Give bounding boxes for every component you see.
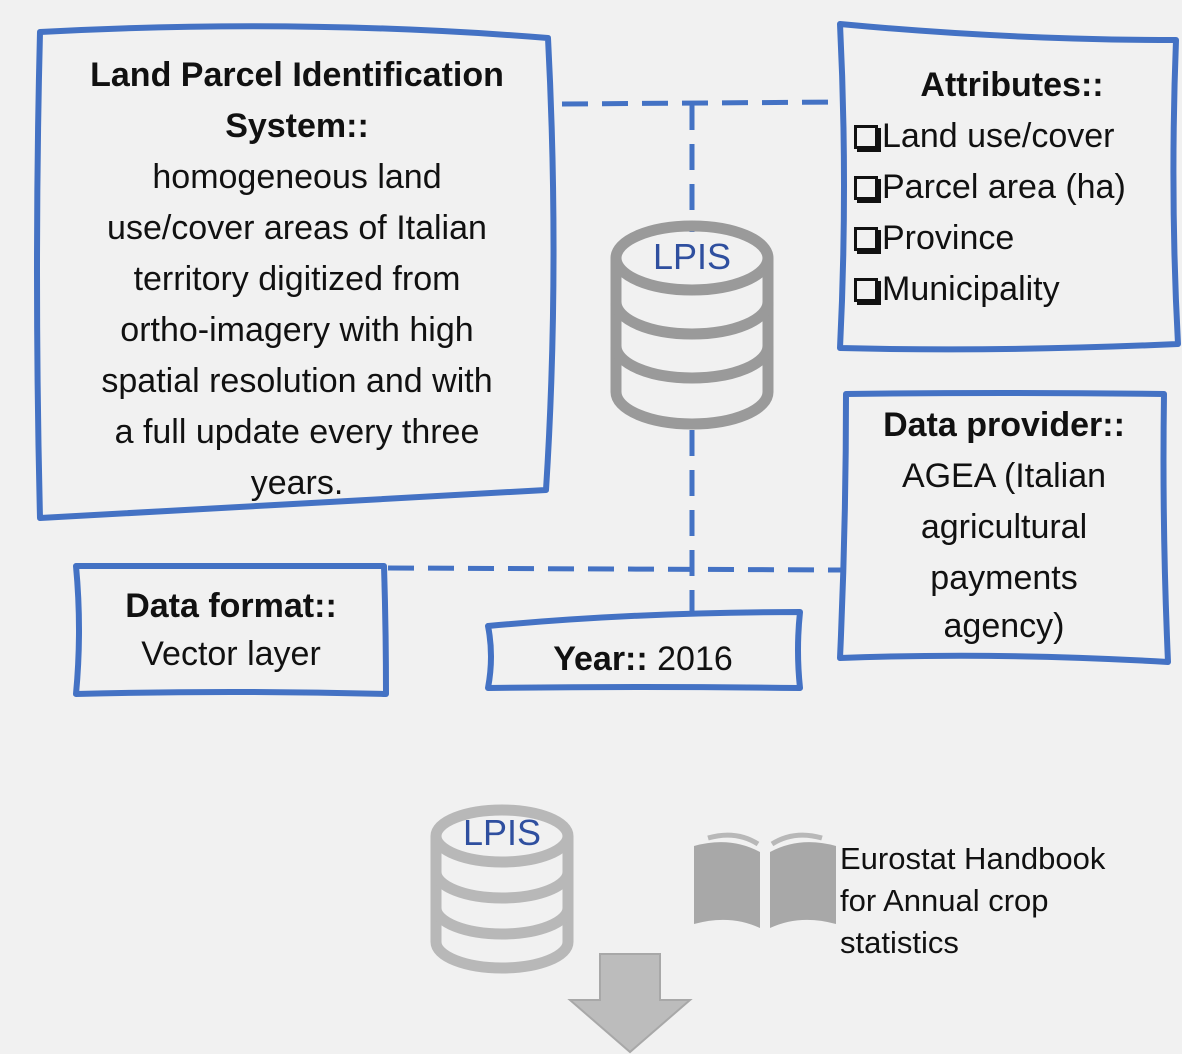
lpis-box-line: territory digitized from xyxy=(133,260,461,298)
book-icon xyxy=(694,832,836,928)
database-label-top: LPIS xyxy=(652,236,732,277)
data-provider-title: Data provider:: xyxy=(883,406,1125,444)
provider-box-border xyxy=(837,390,1171,665)
attribute-item-label: Land use/cover xyxy=(882,117,1115,155)
data-provider-line: agricultural xyxy=(920,508,1088,546)
database-icon xyxy=(610,220,774,430)
data-provider-line: payments xyxy=(930,559,1078,597)
checkbox-icon xyxy=(854,125,878,149)
format-box-border xyxy=(73,562,389,697)
year-title: Year:: xyxy=(553,640,648,678)
handbook-line: Eurostat Handbook xyxy=(840,841,1106,876)
lpis-description-box: Land Parcel Identification System:: homo… xyxy=(62,50,532,509)
attributes-box-border xyxy=(837,21,1181,353)
lpis-box-title: Land Parcel Identification System:: xyxy=(90,56,504,145)
attribute-item: Land use/cover xyxy=(854,111,1170,162)
checkbox-icon xyxy=(854,227,878,251)
handbook-line: statistics xyxy=(840,925,959,960)
data-format-value: Vector layer xyxy=(141,635,321,673)
checkbox-icon xyxy=(854,278,878,302)
attribute-item-label: Municipality xyxy=(882,270,1060,308)
lpis-box-line: years. xyxy=(250,464,344,502)
checkbox-icon xyxy=(854,176,878,200)
database-icon xyxy=(430,804,574,974)
data-provider-line: agency) xyxy=(943,607,1065,645)
attribute-item: Municipality xyxy=(854,264,1170,315)
lpis-box-line: a full update every three xyxy=(114,413,480,451)
lpis-box-border xyxy=(34,23,557,521)
data-format-box: Data format:: Vector layer xyxy=(80,582,382,678)
down-arrow-icon xyxy=(567,953,693,1054)
data-provider-box: Data provider:: AGEA (Italian agricultur… xyxy=(852,400,1156,648)
attributes-box-title: Attributes:: xyxy=(920,66,1104,104)
attribute-item-label: Parcel area (ha) xyxy=(882,168,1126,206)
connectors xyxy=(387,99,843,616)
box-borders xyxy=(34,21,1181,697)
handbook-text: Eurostat Handbook for Annual crop statis… xyxy=(840,838,1105,964)
lpis-box-line: spatial resolution and with xyxy=(101,362,493,400)
lpis-box-line: homogeneous land xyxy=(152,158,442,196)
lpis-box-line: ortho-imagery with high xyxy=(120,311,474,349)
year-box: Year:: 2016 xyxy=(492,634,794,684)
year-box-border xyxy=(485,609,803,691)
connector-format-provider xyxy=(387,565,843,573)
attributes-box: Attributes:: Land use/cover Parcel area … xyxy=(854,60,1170,315)
data-format-title: Data format:: xyxy=(125,587,337,625)
database-label-bottom: LPIS xyxy=(462,812,542,853)
attribute-item-label: Province xyxy=(882,219,1015,257)
handbook-line: for Annual crop xyxy=(840,883,1049,918)
attribute-item: Parcel area (ha) xyxy=(854,162,1170,213)
lpis-box-line: use/cover areas of Italian xyxy=(107,209,487,247)
connector-lpis-attributes xyxy=(561,99,843,107)
data-provider-line: AGEA (Italian xyxy=(901,457,1107,495)
year-value: 2016 xyxy=(647,640,733,678)
attribute-item: Province xyxy=(854,213,1170,264)
